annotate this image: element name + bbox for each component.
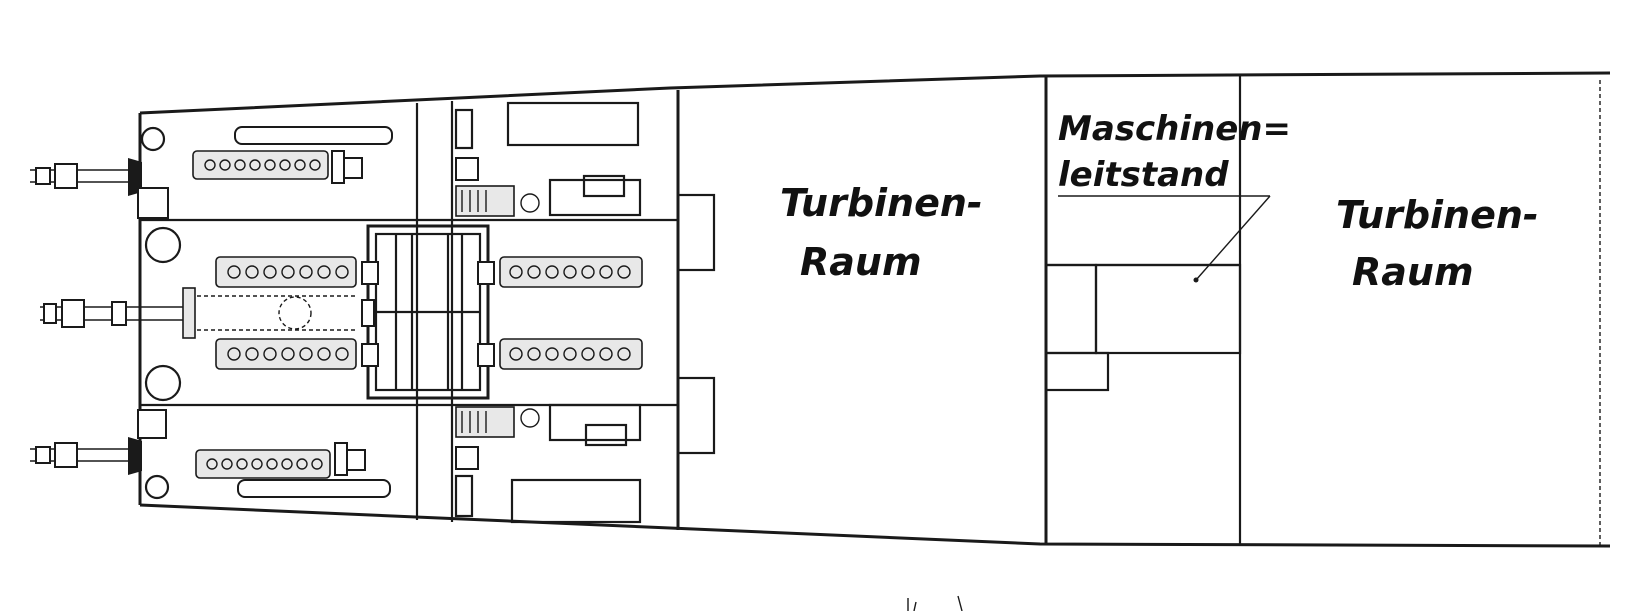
- bulkhead-recesses: [676, 193, 716, 455]
- scan-marks: [907, 595, 963, 611]
- inner-engine-lower-right: [499, 338, 643, 370]
- inner-engine-upper-right: [499, 256, 643, 288]
- turbine-room-2-label-line2: Raum: [1352, 250, 1474, 294]
- control-station-compartment: [1044, 195, 1271, 392]
- upper-propeller-shaft: [30, 158, 142, 196]
- control-station-label-line2: leitstand: [1058, 155, 1229, 195]
- inner-engine-lower-left: [215, 338, 357, 370]
- lower-auxiliary-machinery: [454, 403, 642, 524]
- center-propeller-shaft: [40, 287, 355, 339]
- upper-auxiliary-machinery: [454, 101, 642, 217]
- turbine-room-2-label-line1: Turbinen-: [1336, 193, 1539, 237]
- hatches: [140, 126, 540, 500]
- turbine-room-1-label-line2: Raum: [800, 240, 922, 284]
- control-station-label-line1: Maschinen=: [1058, 109, 1291, 149]
- lower-outboard-engine: [137, 409, 391, 498]
- lower-propeller-shaft: [30, 437, 142, 475]
- upper-outboard-engine: [137, 126, 393, 219]
- turbine-room-1-label-line1: Turbinen-: [780, 181, 983, 225]
- inner-engine-upper-left: [215, 256, 357, 288]
- central-gearbox: [361, 224, 495, 400]
